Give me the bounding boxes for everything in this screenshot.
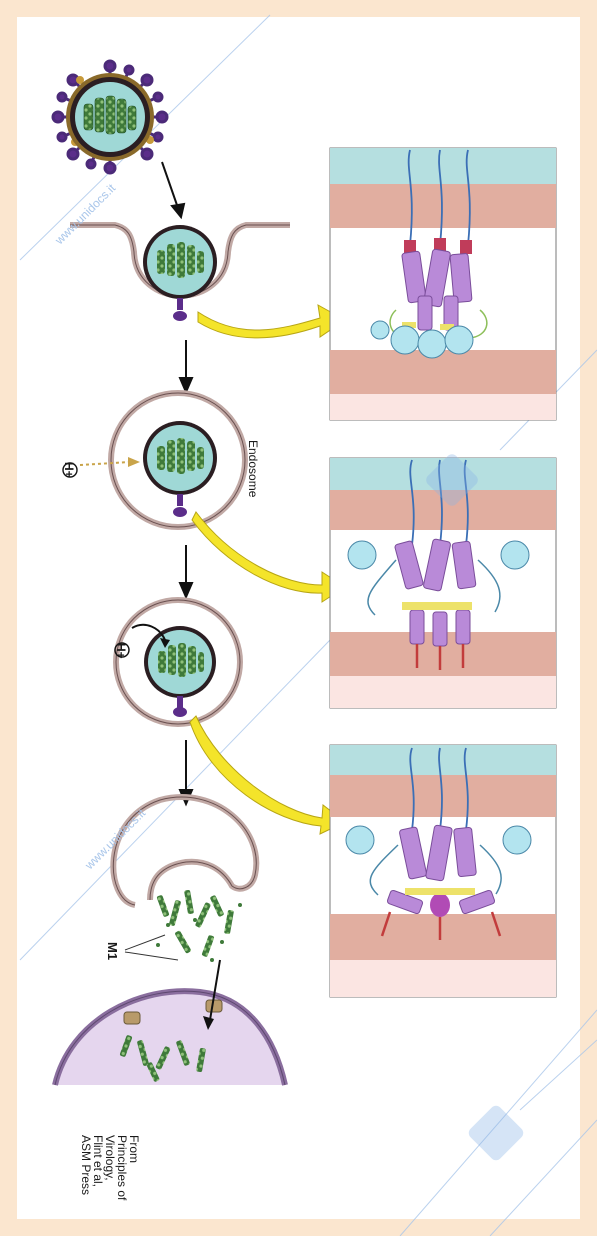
detail-panel-3 [330, 745, 556, 997]
endosome-label: Endosome [246, 440, 260, 498]
proton-label-1: H+ [62, 462, 76, 478]
nucleus [55, 960, 285, 1085]
m1-label: M1 [105, 942, 120, 960]
proton-label-2: H+ [114, 643, 128, 659]
yellow-arrows [190, 305, 345, 834]
stage-endosome [63, 393, 245, 527]
watermark-logo-2 [466, 1103, 525, 1162]
credit-text: From Principles of Virology, Flint et al… [79, 1135, 141, 1201]
detail-panel-1 [330, 148, 556, 420]
arrow-down-1 [162, 162, 184, 217]
watermark-text-1: www.unidocs.it [52, 181, 119, 248]
virion [53, 61, 167, 173]
arrow-down-3 [180, 545, 192, 597]
arrow-down-2 [180, 340, 192, 392]
stage-acidification [115, 600, 240, 724]
stage-endocytosis [70, 225, 290, 321]
svg-text:ASM Press: ASM Press [79, 1135, 93, 1195]
